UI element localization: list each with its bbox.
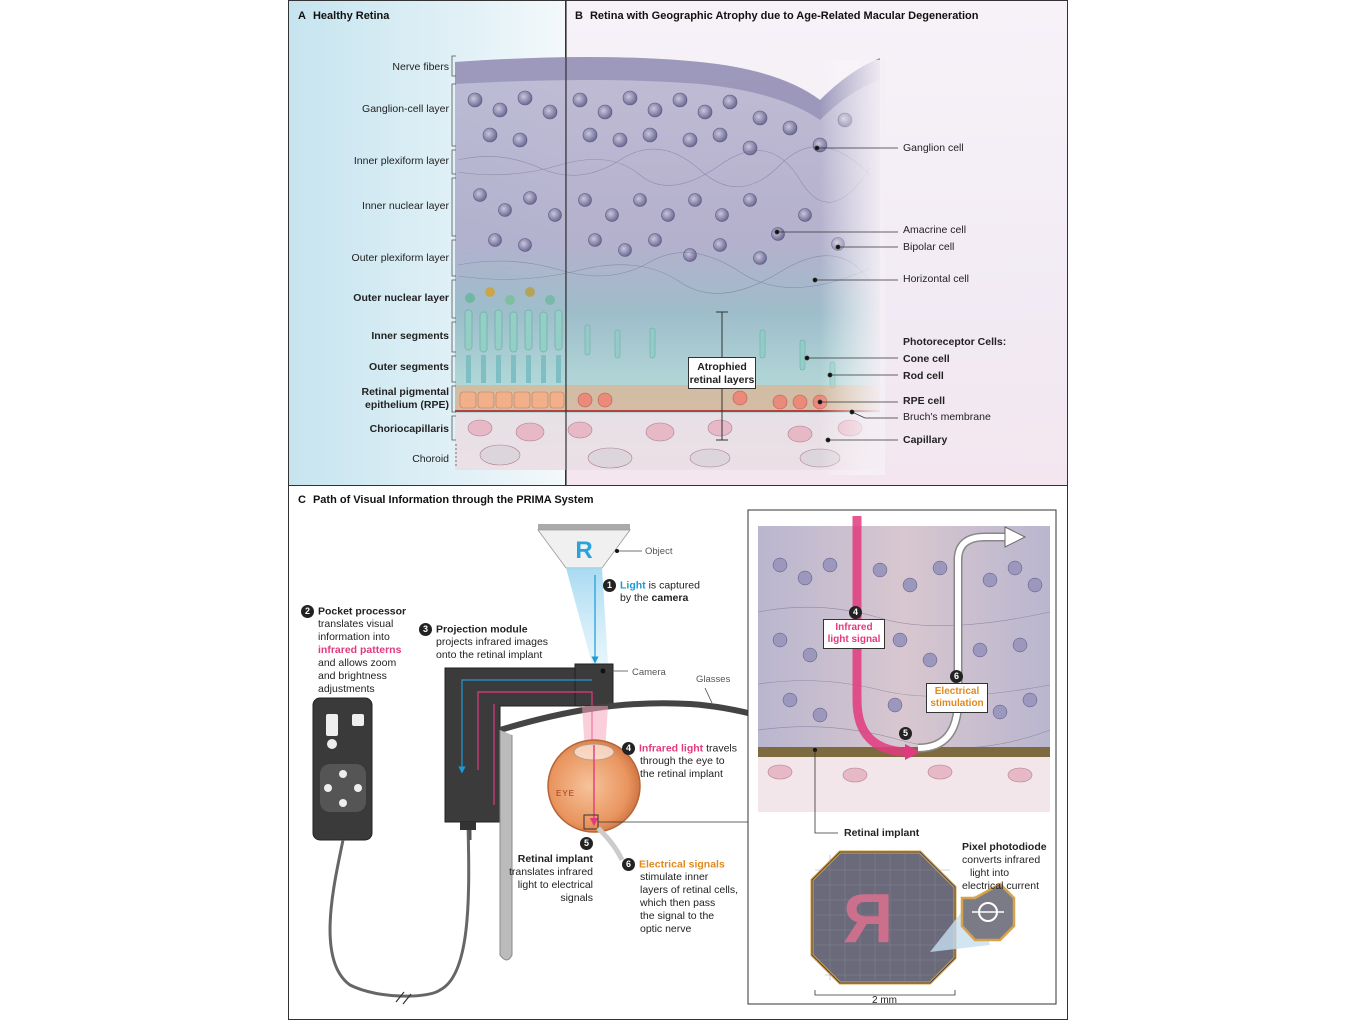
atrophied-line2: retinal layers — [689, 374, 755, 386]
inset-electrical-box: Electrical stimulation — [926, 683, 988, 713]
cell-label-photoreceptor-header: Photoreceptor Cells: — [903, 336, 1007, 348]
inset-infrared-line2: light signal — [827, 634, 881, 645]
cell-label-cone: Cone cell — [903, 353, 950, 365]
step-2-line3: infrared patterns — [318, 644, 402, 656]
eye-label: EYE — [556, 789, 576, 798]
step-2-line5: and brightness — [318, 670, 387, 682]
step-6-line4: which then pass — [640, 897, 716, 909]
step-6-line3: layers of retinal cells, — [640, 884, 739, 896]
layer-label-nerve-fibers: Nerve fibers — [392, 61, 449, 73]
svg-text:R: R — [575, 537, 592, 564]
layer-label-choriocapillaris: Choriocapillaris — [369, 423, 449, 435]
inset-electrical-line1: Electrical — [934, 686, 980, 697]
atrophied-label-box: Atrophied retinal layers — [688, 357, 756, 389]
step-6-badge: 6 — [622, 858, 635, 871]
object-label: Object — [645, 546, 673, 557]
step-2-badge: 2 — [301, 605, 314, 618]
step-1-line2: by the camera — [620, 592, 689, 604]
svg-text:R: R — [843, 879, 894, 957]
pixel-photodiode-line1: converts infrared — [962, 854, 1041, 866]
step-4-line2: through the eye to — [640, 755, 725, 767]
retina-illustration — [451, 0, 898, 486]
step-3-badge: 3 — [419, 623, 432, 636]
inset-step-5-badge: 5 — [899, 727, 912, 740]
step-3-line2: onto the retinal implant — [436, 649, 543, 661]
cell-label-amacrine: Amacrine cell — [903, 224, 967, 236]
cell-label-ganglion: Ganglion cell — [903, 142, 964, 154]
step-5-line1: translates infrared — [508, 866, 593, 878]
step-6-line2: stimulate inner — [640, 871, 709, 883]
step-3-line1: projects infrared images — [436, 636, 549, 648]
pixel-photodiode-title: Pixel photodiode — [962, 841, 1047, 853]
step-2-line6: adjustments — [318, 683, 375, 695]
layer-label-inner-segments: Inner segments — [371, 330, 449, 342]
step-5-line2: light to electrical — [517, 879, 593, 891]
step-4-badge: 4 — [622, 742, 635, 755]
step-1-badge: 1 — [603, 579, 616, 592]
glasses-label: Glasses — [696, 674, 731, 685]
inset-infrared-box: Infrared light signal — [823, 619, 885, 649]
cell-label-rpe: RPE cell — [903, 395, 946, 407]
pixel-photodiode-line2: light into — [970, 867, 1010, 879]
step-2-line1: translates visual — [318, 618, 394, 630]
cell-label-bipolar: Bipolar cell — [903, 241, 955, 253]
inset-implant-label: Retinal implant — [844, 827, 920, 839]
inset-infrared-line1: Infrared — [835, 622, 873, 633]
layer-label-choroid: Choroid — [412, 453, 449, 465]
step-5-badge: 5 — [580, 837, 593, 850]
inset-electrical-line2: stimulation — [930, 698, 984, 709]
step-2-line2: information into — [318, 631, 390, 643]
pixel-photodiode-line3: electrical current — [962, 880, 1040, 892]
step-5-line3: signals — [560, 892, 593, 904]
cell-label-rod: Rod cell — [903, 370, 944, 382]
inset-step-4-badge: 4 — [849, 606, 862, 619]
layer-label-rpe-line2: epithelium (RPE) — [364, 399, 449, 411]
layer-label-rpe-line1: Retinal pigmental — [361, 386, 449, 398]
layer-label-ganglion-cell: Ganglion-cell layer — [362, 103, 449, 115]
layer-label-inner-plexiform: Inner plexiform layer — [353, 155, 449, 167]
step-2-line4: and allows zoom — [318, 657, 397, 669]
scale-bar-label: 2 mm — [872, 995, 897, 1006]
layer-label-inner-nuclear: Inner nuclear layer — [362, 200, 449, 212]
layer-label-outer-nuclear: Outer nuclear layer — [353, 292, 449, 304]
inset-step-6-badge: 6 — [950, 670, 963, 683]
step-6-line5: the signal to the — [640, 910, 715, 922]
atrophied-line1: Atrophied — [697, 361, 747, 373]
layer-label-outer-plexiform: Outer plexiform layer — [351, 252, 449, 264]
camera-label: Camera — [632, 667, 666, 678]
layer-label-outer-segments: Outer segments — [369, 361, 449, 373]
step-5-title: Retinal implant — [517, 853, 593, 865]
cell-label-horizontal: Horizontal cell — [903, 273, 969, 285]
cell-label-bruch: Bruch's membrane — [903, 411, 991, 423]
step-6-line6: optic nerve — [640, 923, 692, 935]
step-4-line3: the retinal implant — [640, 768, 723, 780]
cell-label-capillary: Capillary — [903, 434, 948, 446]
